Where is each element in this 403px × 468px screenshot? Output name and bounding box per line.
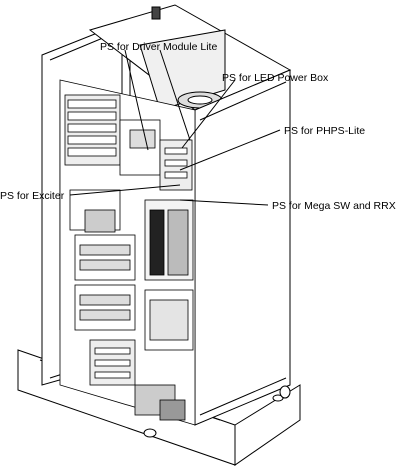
callout-mega-sw-rrx: PS for Mega SW and RRX bbox=[272, 200, 396, 212]
callout-driver-module-lite: PS for Driver Module Lite bbox=[100, 41, 218, 53]
cabinet-front-interior bbox=[59, 79, 196, 426]
callout-leaders bbox=[69, 49, 281, 206]
callout-led-power-box: PS for LED Power Box bbox=[222, 72, 329, 84]
cabinet-right-panel bbox=[194, 69, 291, 426]
cabinet-top bbox=[88, 4, 292, 111]
callout-phps-lite: PS for PHPS-Lite bbox=[284, 125, 366, 137]
callout-exciter: PS for Exciter bbox=[0, 190, 65, 202]
